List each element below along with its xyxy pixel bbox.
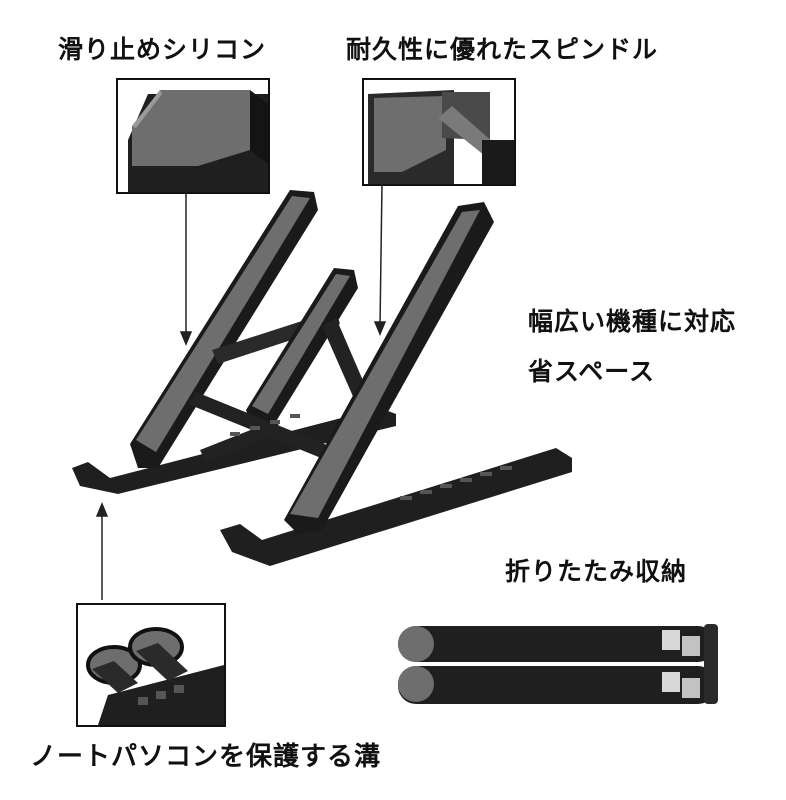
folding-label: 折りたたみ収納 — [505, 557, 688, 586]
spindle-label: 耐久性に優れたスピンドル — [346, 35, 659, 64]
compatibility-label: 幅広い機種に対応 — [528, 307, 737, 336]
folded-stand-image — [398, 624, 718, 704]
groove-detail-inset — [76, 603, 226, 727]
groove-label: ノートパソコンを保護する溝 — [30, 742, 382, 772]
anti-slip-label: 滑り止めシリコン — [58, 35, 267, 64]
spindle-detail-inset — [362, 78, 516, 186]
anti-slip-detail-image — [128, 90, 268, 192]
anti-slip-detail-inset — [116, 78, 270, 194]
space-saving-label: 省スペース — [528, 357, 656, 386]
groove-detail-image — [86, 627, 224, 725]
spindle-detail-image — [364, 80, 514, 184]
